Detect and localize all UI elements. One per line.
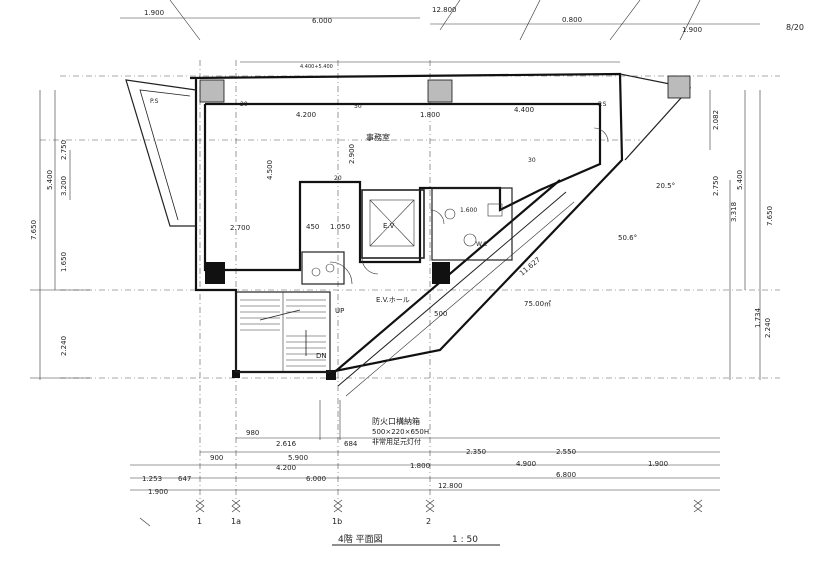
dim-right-0: 7.650 bbox=[766, 206, 774, 226]
dim-room-2: 2.900 bbox=[348, 144, 356, 164]
elevator-shaft bbox=[361, 189, 425, 259]
dim-b1-0: 980 bbox=[246, 429, 259, 437]
dim-b2-1: 5.900 bbox=[288, 454, 308, 462]
room-wc: W.C bbox=[476, 241, 487, 248]
dim-right-1: 5.400 bbox=[736, 170, 744, 190]
note-ps-right: P.S bbox=[598, 101, 607, 108]
dim-b2-3: 4.900 bbox=[516, 460, 536, 468]
stair-up-label: UP bbox=[335, 307, 344, 315]
dim-left-4: 1.650 bbox=[60, 252, 68, 272]
top-dimension-lines bbox=[60, 0, 780, 77]
corner-note: 8/20 bbox=[786, 23, 804, 32]
staircase bbox=[235, 291, 331, 373]
note-box-size: 500×220×650H bbox=[372, 428, 429, 436]
dim-b1-2: 684 bbox=[344, 440, 358, 448]
dim-b2-2: 1.800 bbox=[410, 462, 430, 470]
door-swings bbox=[329, 127, 609, 285]
dim-top-1: 6.000 bbox=[312, 17, 332, 25]
dim-right-2: 2.750 bbox=[712, 176, 720, 196]
room-ev: E.V bbox=[383, 222, 395, 230]
dim-inner-0: 4.200 bbox=[296, 111, 316, 119]
dim-room-5: 500 bbox=[434, 310, 447, 318]
dim-left-3: 3.200 bbox=[60, 176, 68, 196]
dim-room-7: 1.600 bbox=[460, 207, 477, 214]
dim-b1-1: 2.616 bbox=[276, 440, 297, 448]
dim-inner-2: 4.400 bbox=[514, 106, 534, 114]
note-slope1: 20.5° bbox=[656, 182, 675, 190]
dim-inner-3: 20 bbox=[240, 101, 248, 108]
dim-b2-0: 900 bbox=[210, 454, 223, 462]
grid-label-1a: 1a bbox=[231, 517, 241, 526]
dim-inner-5: 20 bbox=[334, 175, 342, 182]
drawing-scale: 1 : 50 bbox=[452, 535, 478, 545]
dim-right-3: 3.318 bbox=[730, 202, 738, 222]
note-slope2: 50.6° bbox=[618, 234, 637, 242]
dim-b4-1: 6.000 bbox=[306, 475, 326, 483]
dim-b4-0: 1.900 bbox=[148, 488, 168, 496]
dim-top-2: 12.800 bbox=[432, 6, 457, 14]
room-office: 事務室 bbox=[366, 132, 390, 142]
dim-room-0: 4.500 bbox=[266, 160, 274, 180]
room-ev-hall: E.V.ホール bbox=[376, 296, 410, 304]
dim-left-0: 7.650 bbox=[30, 220, 38, 240]
note-ps-left: P.S bbox=[150, 98, 159, 105]
note-box-desc: 非常用足元灯付 bbox=[372, 437, 421, 446]
dim-top-3: 0.800 bbox=[562, 16, 582, 24]
note-area: 75.00㎡ bbox=[524, 300, 551, 308]
dim-b3-2: 4.200 bbox=[276, 464, 296, 472]
grid-axes bbox=[40, 60, 780, 500]
dim-left-2: 2.750 bbox=[60, 140, 68, 160]
drawing-title: 4階 平面図 bbox=[338, 534, 383, 545]
dim-room-1: 2.700 bbox=[230, 224, 250, 232]
grid-label-2: 2 bbox=[426, 517, 431, 526]
dim-inner-4: 50 bbox=[354, 103, 362, 110]
building-walls bbox=[125, 72, 692, 397]
stair-dn-label: DN bbox=[316, 352, 327, 360]
right-dimension-lines bbox=[709, 90, 761, 380]
dim-b3-1: 647 bbox=[178, 475, 191, 483]
dim-right-4: 2.240 bbox=[764, 318, 772, 338]
dim-b1-4: 2.550 bbox=[556, 448, 576, 456]
dim-room-3: 1.050 bbox=[330, 223, 350, 231]
left-dimension-lines bbox=[30, 90, 90, 380]
dim-top-4: 1.900 bbox=[682, 26, 702, 34]
dim-room-6: 11.627 bbox=[518, 256, 542, 278]
wc-block bbox=[431, 187, 513, 261]
dim-b3-3: 6.800 bbox=[556, 471, 576, 479]
dim-b2-4: 1.900 bbox=[648, 460, 668, 468]
dim-right-6: 2.082 bbox=[712, 110, 720, 130]
dim-b1-3: 2.350 bbox=[466, 448, 486, 456]
dim-top-0: 1.900 bbox=[144, 9, 164, 17]
dim-b4-2: 12.800 bbox=[438, 482, 463, 490]
dim-inner-6: 30 bbox=[528, 157, 536, 164]
dim-b3-0: 1.253 bbox=[142, 475, 162, 483]
dim-top-5: 4.400+5.400 bbox=[300, 64, 333, 70]
dim-room-4: 450 bbox=[306, 223, 319, 231]
grid-label-1b: 1b bbox=[332, 517, 342, 526]
pipe-shaft bbox=[301, 251, 345, 285]
dim-left-1: 5.400 bbox=[46, 170, 54, 190]
grid-markers bbox=[139, 499, 703, 527]
dim-right-5: 1.734 bbox=[754, 307, 762, 328]
note-box-title: 防火口構納箱 bbox=[372, 416, 420, 426]
dim-inner-1: 1.800 bbox=[420, 111, 440, 119]
dim-left-5: 2.240 bbox=[60, 336, 68, 356]
bottom-dimension-lines bbox=[130, 400, 720, 491]
grid-label-1: 1 bbox=[197, 517, 202, 526]
structural-columns bbox=[199, 75, 691, 380]
